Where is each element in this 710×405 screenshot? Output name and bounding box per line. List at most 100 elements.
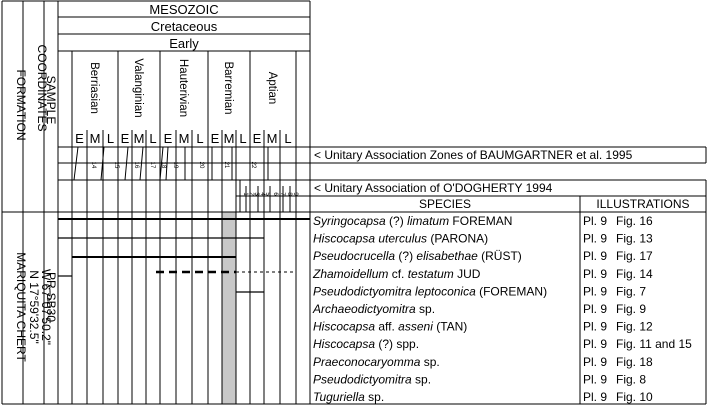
author-text: (?) xyxy=(395,249,416,263)
zone-number: 21 xyxy=(223,162,229,169)
taxon-name: Hiscocapsa uterculus xyxy=(313,232,427,246)
zone-number: 22 xyxy=(250,162,256,169)
author-text: (RÜST) xyxy=(478,249,522,263)
table-row: Syringocapsa (?) limatum FOREMAN Pl. 9 F… xyxy=(313,214,653,228)
taxon-name: Tuguriella xyxy=(313,390,365,404)
odogherty-zone-numbers: 1 2 3 4 5 6 7 8 9 xyxy=(242,192,298,196)
species-name: Archaeodictyomitra sp. xyxy=(312,302,435,316)
figure-number: Fig. 17 xyxy=(616,249,653,263)
formation-header: FORMATION xyxy=(14,69,28,140)
figure-number: Fig. 16 xyxy=(616,214,653,228)
stage-hauterivian: Hauterivian xyxy=(177,59,189,117)
stage-barremian: Barremian xyxy=(222,61,234,114)
taxon-name: limatum xyxy=(407,214,449,228)
zone-number: 8 xyxy=(286,192,292,196)
zone-number: 6 xyxy=(272,192,278,196)
period-label: Cretaceous xyxy=(151,19,218,34)
zone-number: 9 xyxy=(292,192,298,196)
figure-number: Fig. 9 xyxy=(616,302,646,316)
plate-number: Pl. 9 xyxy=(583,232,607,246)
substage-label: E xyxy=(121,131,130,146)
substage-label: M xyxy=(224,131,235,146)
table-row: Tuguriella sp. Pl. 9 Fig. 10 xyxy=(313,390,653,404)
plate-number: Pl. 9 xyxy=(583,249,607,263)
substage-label: M xyxy=(134,131,145,146)
table-row: Archaeodictyomitra sp. Pl. 9 Fig. 9 xyxy=(312,302,646,316)
taxon-name: elisabethae xyxy=(416,249,478,263)
substage-label: M xyxy=(90,131,101,146)
taxon-name: Zhamoidellum xyxy=(312,267,388,281)
taxon-name: Hiscocapsa xyxy=(313,337,375,351)
species-name: Syringocapsa (?) limatum FOREMAN xyxy=(313,214,512,228)
plate-number: Pl. 9 xyxy=(583,372,607,386)
author-text: JUD xyxy=(454,267,481,281)
figure-number: Fig. 11 and 15 xyxy=(616,337,692,351)
author-text: sp. xyxy=(420,355,439,369)
figure-number: Fig. 18 xyxy=(616,355,653,369)
zone-number: 1 xyxy=(242,192,248,196)
illustrations-header: ILLUSTRATIONS xyxy=(596,197,689,211)
coordinates-west: W 67°07'50.2" xyxy=(39,269,53,345)
substage-label: E xyxy=(211,131,220,146)
sample-header: SAMPLE xyxy=(44,76,58,125)
figure-number: Fig. 10 xyxy=(616,390,653,404)
figure-number: Fig. 8 xyxy=(616,372,646,386)
taxon-name: Pseudodictyomitra xyxy=(313,372,412,386)
substage-label: E xyxy=(75,131,84,146)
coordinates-north: N 17°59'32.5" xyxy=(27,270,41,343)
figure-number: Fig. 7 xyxy=(616,284,646,298)
zone-number: 15 xyxy=(113,162,119,169)
figure-number: Fig. 13 xyxy=(616,232,653,246)
plate-number: Pl. 9 xyxy=(583,355,607,369)
table-row: Hiscocapsa aff. asseni (TAN) Pl. 9 Fig. … xyxy=(313,320,653,334)
figure-number: Fig. 12 xyxy=(616,320,653,334)
taxon-name: Praeconocaryomma xyxy=(313,355,421,369)
stage-valanginian: Valanginian xyxy=(132,58,144,117)
species-table-body: Syringocapsa (?) limatum FOREMAN Pl. 9 F… xyxy=(312,214,692,404)
zone-number: 5 xyxy=(264,192,270,196)
coordinates-header: COORDINATES xyxy=(35,44,49,131)
table-row: Praeconocaryomma sp. Pl. 9 Fig. 18 xyxy=(313,355,653,369)
author-text: cf. xyxy=(388,267,407,281)
author-text: (TAN) xyxy=(433,320,467,334)
author-text: (?) xyxy=(386,214,407,228)
author-text: sp. xyxy=(416,302,435,316)
table-row: Pseudodictyomitra leptoconica (FOREMAN) … xyxy=(313,284,646,298)
substage-row: E M L E M L E M L E M L E M L xyxy=(75,131,291,146)
taxon-name: Pseudocrucella xyxy=(313,249,395,263)
table-row: Zhamoidellum cf. testatum JUD Pl. 9 Fig.… xyxy=(312,267,653,281)
table-row: Pseudodictyomitra sp. Pl. 9 Fig. 8 xyxy=(313,372,646,386)
figure-number: Fig. 14 xyxy=(616,267,653,281)
zone-number: 20 xyxy=(198,162,204,169)
author-text: (?) spp. xyxy=(375,337,419,351)
species-name: Hiscocapsa (?) spp. xyxy=(313,337,419,351)
substage-label: L xyxy=(239,131,246,146)
taxon-name: asseni xyxy=(398,320,433,334)
author-text: sp. xyxy=(412,372,431,386)
zone-number: 7 xyxy=(279,192,285,196)
taxon-name: Hiscocapsa xyxy=(313,320,375,334)
plate-number: Pl. 9 xyxy=(583,302,607,316)
taxon-name: testatum xyxy=(408,267,454,281)
species-name: Hiscocapsa aff. asseni (TAN) xyxy=(313,320,467,334)
substage-label: L xyxy=(284,131,291,146)
table-row: Pseudocrucella (?) elisabethae (RÜST) Pl… xyxy=(313,249,653,263)
species-name: Tuguriella sp. xyxy=(313,390,384,404)
author-text: (FOREMAN) xyxy=(476,284,547,298)
taxon-name: Pseudodictyomitra leptoconica xyxy=(313,284,476,298)
plate-number: Pl. 9 xyxy=(583,267,607,281)
formation-name: MARIQUITA CHERT xyxy=(14,252,28,362)
author-text: sp. xyxy=(365,390,384,404)
baumgartner-zones-label: < Unitary Association Zones of BAUMGARTN… xyxy=(314,148,633,162)
author-text: (PARONA) xyxy=(427,232,488,246)
plate-number: Pl. 9 xyxy=(583,337,607,351)
table-row: Hiscocapsa (?) spp. Pl. 9 Fig. 11 and 15 xyxy=(313,337,692,351)
plate-number: Pl. 9 xyxy=(583,214,607,228)
highlight-band xyxy=(222,212,236,404)
species-range-lines xyxy=(58,218,310,293)
sample-id: PR-SB30 xyxy=(44,272,58,322)
era-label: MESOZOIC xyxy=(149,2,218,17)
substage-label: E xyxy=(253,131,262,146)
zone-number: 4 xyxy=(259,192,265,196)
